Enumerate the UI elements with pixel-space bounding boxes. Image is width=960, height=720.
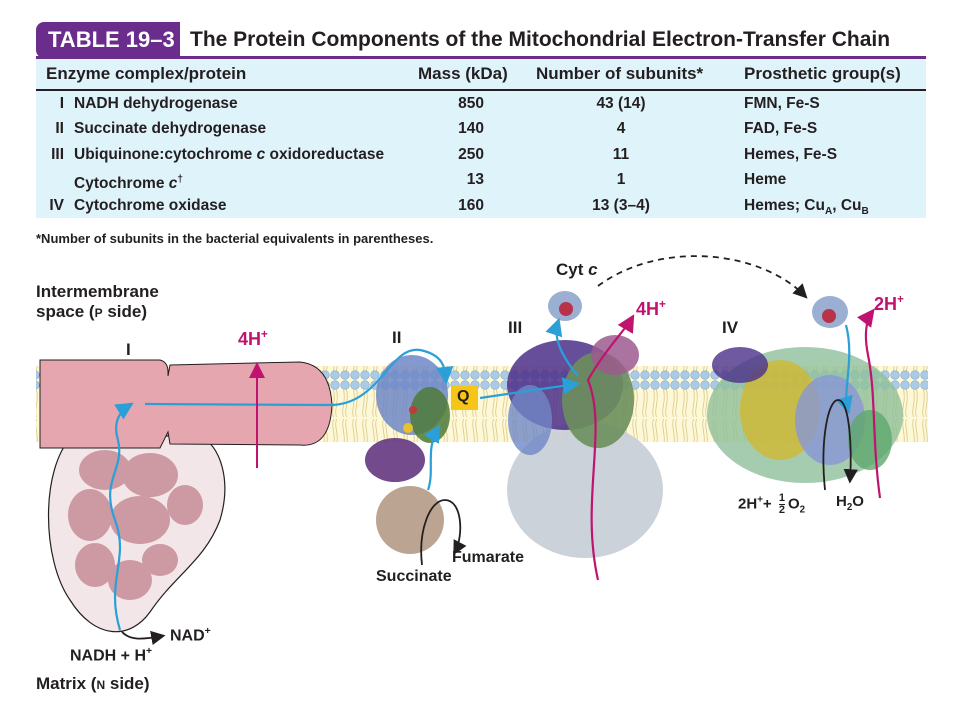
table-column-header-row: Enzyme complex/protein Mass (kDa) Number… (36, 59, 926, 91)
cytochrome-c-protein (548, 291, 848, 328)
row-mass: 160 (458, 196, 484, 214)
column-header-prosthetic: Prosthetic group(s) (744, 64, 901, 83)
ubiquinone-label: Q (457, 388, 470, 405)
table-row: IV Cytochrome oxidase 160 13 (3–4) Hemes… (36, 193, 926, 218)
fumarate-label: Fumarate (452, 549, 525, 566)
cytc-label: Cyt c (556, 260, 598, 279)
row-mass: 250 (458, 145, 484, 163)
complex-iv-label: IV (722, 318, 739, 337)
column-header-mass: Mass (kDa) (418, 64, 508, 83)
complex-i-ribbons (68, 450, 203, 600)
table-row: I NADH dehydrogenase 850 43 (14) FMN, Fe… (36, 91, 926, 116)
complex-i-label: I (126, 340, 131, 359)
table: Enzyme complex/protein Mass (kDa) Number… (36, 59, 926, 218)
intermembrane-label: Intermembrane space (P side) (36, 282, 159, 321)
nadh-label: NADH + H+ (70, 646, 153, 665)
row-name: Cytochrome c† (74, 174, 183, 193)
electron-path-complex-ii (423, 424, 441, 491)
row-number: II (55, 120, 64, 138)
proton-arrow-complex-iii (586, 314, 635, 581)
water-label: H2O (836, 493, 864, 513)
matrix-label: Matrix (N side) (36, 674, 150, 693)
row-subunits: 13 (3–4) (592, 196, 650, 214)
nad-arrow (121, 630, 166, 646)
oxygen-arrow (822, 399, 858, 491)
column-header-enzyme: Enzyme complex/protein (46, 64, 247, 83)
row-subunits: 43 (14) (596, 95, 646, 112)
proton-label-complex-iv: 2H+ (874, 293, 904, 314)
row-prosthetic: Hemes, Fe-S (744, 145, 838, 163)
row-mass: 140 (458, 120, 484, 138)
row-prosthetic: FMN, Fe-S (744, 95, 820, 112)
succinate-label: Succinate (376, 568, 452, 585)
row-name: Cytochrome oxidase (74, 196, 227, 214)
row-name: Succinate dehydrogenase (74, 120, 267, 138)
electron-path-cytc-to-iv (835, 324, 853, 415)
row-mass: 13 (466, 171, 484, 189)
row-number: IV (49, 196, 64, 214)
column-header-subunits: Number of subunits* (536, 64, 704, 83)
row-prosthetic: Heme (744, 171, 787, 189)
nad-label: NAD+ (170, 626, 211, 645)
complex-iii-protein (507, 335, 663, 558)
table-top-rule (36, 56, 926, 59)
row-name: Ubiquinone:cytochrome c oxidoreductase (74, 145, 385, 163)
table-row: III Ubiquinone:cytochrome c oxidoreducta… (36, 142, 926, 167)
row-subunits: 11 (612, 145, 630, 163)
row-prosthetic: FAD, Fe-S (744, 120, 818, 138)
table-header: TABLE 19–3 The Protein Components of the… (0, 20, 960, 60)
table-label: TABLE 19–3 (36, 22, 180, 58)
succinate-arrow (420, 499, 467, 566)
proton-label-complex-i: 4H+ (238, 328, 268, 349)
table-row: II Succinate dehydrogenase 140 4 FAD, Fe… (36, 116, 926, 141)
complex-ii-protein (365, 355, 450, 554)
complex-iv-protein (707, 347, 903, 483)
row-subunits: 1 (616, 171, 626, 189)
complex-ii-label: II (392, 328, 402, 347)
proton-label-complex-iii: 4H+ (636, 298, 666, 319)
ubiquinone-box (451, 386, 478, 410)
cytc-transfer-arrow (597, 255, 808, 299)
row-subunits: 4 (616, 120, 626, 138)
row-mass: 850 (458, 95, 484, 112)
table-title: The Protein Components of the Mitochondr… (190, 28, 891, 51)
row-prosthetic: Hemes; CuA, CuB (744, 196, 869, 217)
table-footnote: *Number of subunits in the bacterial equ… (36, 231, 434, 246)
complex-iii-label: III (508, 318, 523, 337)
proton-arrow-complex-iv (857, 308, 882, 499)
table-row: Cytochrome c† 13 1 Heme (36, 167, 926, 192)
electron-path-complex-i (109, 402, 134, 631)
row-number: III (51, 145, 64, 163)
electron-path-q-to-iii (479, 377, 581, 400)
electron-path-iii-to-cytc (545, 317, 579, 377)
row-number: I (59, 95, 64, 112)
electron-path-i-to-q (144, 348, 454, 407)
row-name: NADH dehydrogenase (74, 95, 238, 112)
